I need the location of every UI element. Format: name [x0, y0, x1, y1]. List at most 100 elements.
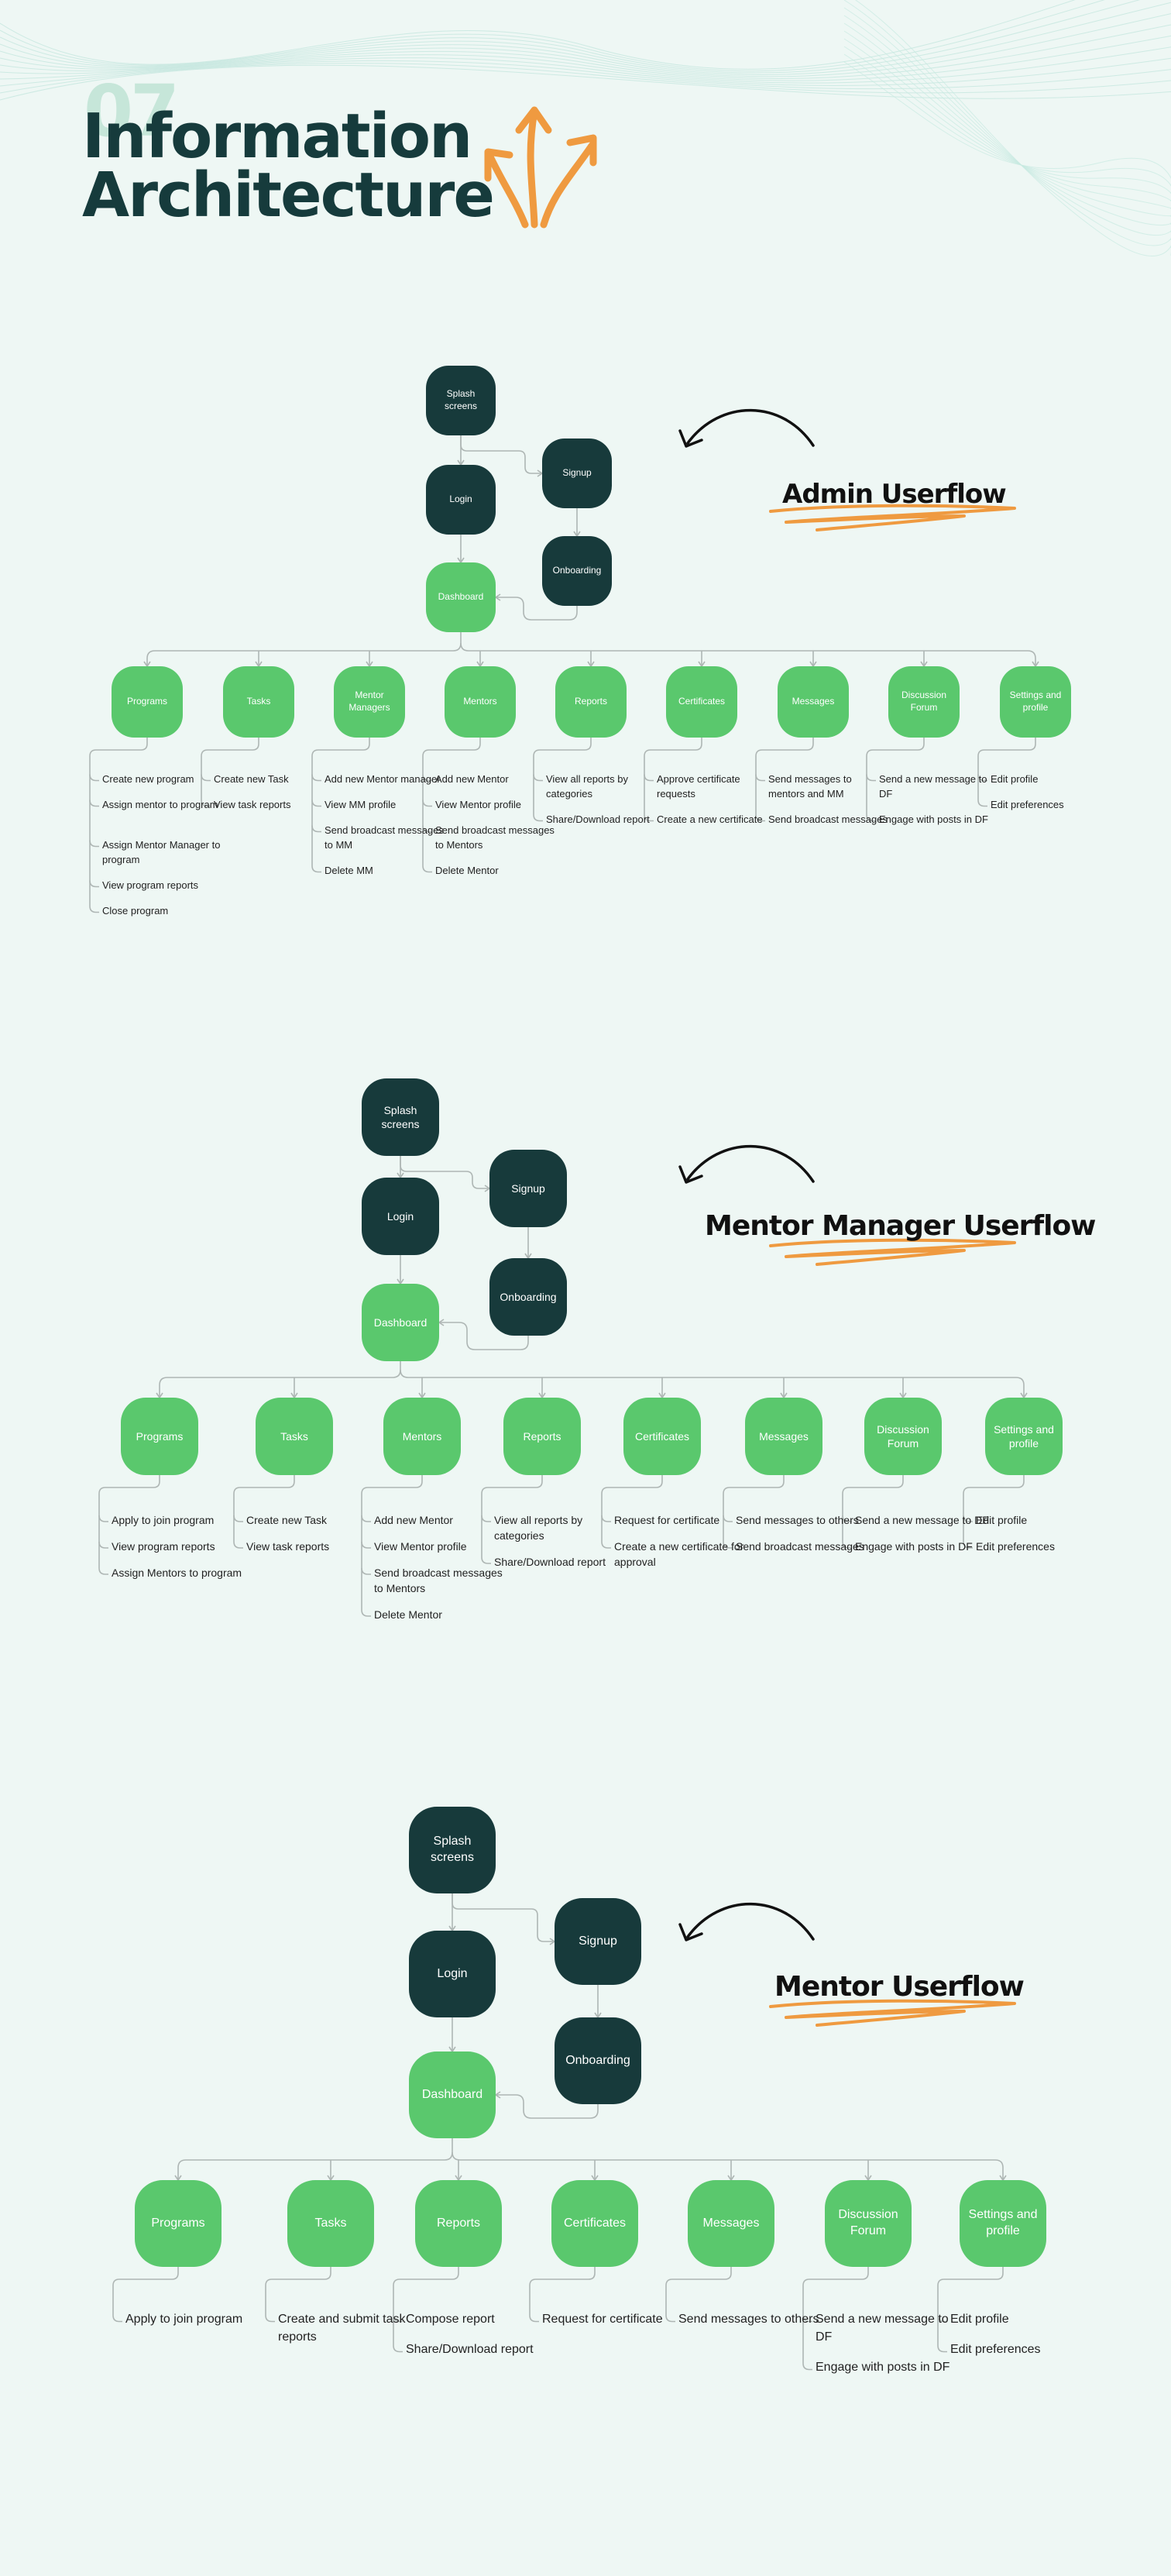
- flow-2-login-node[interactable]: Login: [362, 1178, 439, 1255]
- flow-2-dashboard-node[interactable]: Dashboard: [362, 1284, 439, 1361]
- flow-1-mentor-managers-item-2[interactable]: Send broadcast messages to MM: [325, 824, 444, 851]
- flow-2-programs-item-0[interactable]: Apply to join program: [112, 1514, 215, 1526]
- flow-3-discussion-forum-item-0[interactable]: Send a new message to DF: [816, 2313, 949, 2344]
- flow-2-certificates-item-0[interactable]: Request for certificate: [614, 1514, 720, 1526]
- flow-1-settings-and-profile-item-0[interactable]: Edit profile: [991, 773, 1039, 785]
- bg-wave-line-7: [0, 46, 1171, 84]
- flow-1-dashboard-node[interactable]: Dashboard: [426, 562, 496, 632]
- flow-2-tasks-item-0[interactable]: Create new Task: [246, 1514, 328, 1526]
- flow-2-tasks-item-1[interactable]: View task reports: [246, 1540, 330, 1553]
- flow-2-settings-and-profile-item-0[interactable]: Edit profile: [976, 1514, 1028, 1526]
- flow-1-certificates-item-1[interactable]: Create a new certificate: [657, 813, 763, 825]
- flow-2-mentors-item-3[interactable]: Delete Mentor: [374, 1608, 442, 1621]
- bg-wave-line-2: [0, 0, 1141, 74]
- flow-3-tasks-node[interactable]: Tasks: [287, 2180, 374, 2267]
- flow-1-mentor-managers-item-0[interactable]: Add new Mentor manager: [325, 773, 441, 785]
- flow-2-mentors-item-1[interactable]: View Mentor profile: [374, 1540, 467, 1553]
- flow-2-tasks-node[interactable]: Tasks: [256, 1398, 333, 1475]
- flow-2-signup-node[interactable]: Signup: [489, 1150, 567, 1227]
- flow-2-programs-item-2[interactable]: Assign Mentors to program: [112, 1567, 242, 1579]
- flow-1-certificates-item-0[interactable]: Approve certificate requests: [657, 773, 740, 800]
- flow-1-splash-screens-node[interactable]: Splash screens: [426, 366, 496, 435]
- flow-3-tasks-item-0[interactable]: Create and submit task reports: [278, 2313, 406, 2344]
- flow-1-settings-and-profile-node[interactable]: Settings and profile: [1000, 666, 1071, 738]
- flow-2-messages-item-1[interactable]: Send broadcast messages: [736, 1540, 864, 1553]
- flow-3-reports-node[interactable]: Reports: [415, 2180, 502, 2267]
- flow-3-onboarding-node[interactable]: Onboarding: [555, 2017, 641, 2104]
- flow-1-programs-item-3[interactable]: View program reports: [102, 879, 199, 891]
- flow-2-discussion-forum-node[interactable]: Discussion Forum: [864, 1398, 942, 1475]
- flow-3-programs-node[interactable]: Programs: [135, 2180, 221, 2267]
- flow-1-discussion-forum-item-1[interactable]: Engage with posts in DF: [879, 813, 988, 825]
- flow-2-mentors-item-0[interactable]: Add new Mentor: [374, 1514, 453, 1526]
- flow-2-settings-and-profile-node[interactable]: Settings and profile: [985, 1398, 1063, 1475]
- flow-2-messages-node[interactable]: Messages: [745, 1398, 822, 1475]
- flow-1-programs-item-2[interactable]: Assign Mentor Manager to program: [102, 839, 221, 865]
- flow-2-splash-screens-node[interactable]: Splash screens: [362, 1078, 439, 1156]
- flow-3-programs-item-0[interactable]: Apply to join program: [125, 2313, 243, 2326]
- flow-1-reports-node[interactable]: Reports: [555, 666, 627, 738]
- flow-3-dashboard-node-label: Dashboard: [421, 2087, 483, 2101]
- flow-3-settings-and-profile-item-0[interactable]: Edit profile: [950, 2313, 1009, 2326]
- flow-1-mentor-managers-node[interactable]: Mentor Managers: [334, 666, 405, 738]
- flow-1-programs-item-0[interactable]: Create new program: [102, 773, 194, 785]
- flow-1-programs-item-tick-4: [89, 906, 99, 913]
- flow-1-mentor-managers-item-3[interactable]: Delete MM: [325, 865, 373, 876]
- flow-2-certificates-node[interactable]: Certificates: [623, 1398, 701, 1475]
- flow-1-tasks-item-0[interactable]: Create new Task: [214, 773, 289, 785]
- flow-1-mentors-item-2[interactable]: Send broadcast messages to Mentors: [435, 824, 555, 851]
- flow-2-discussion-forum-item-1[interactable]: Engage with posts in DF: [855, 1540, 973, 1553]
- flow-3-certificates-node[interactable]: Certificates: [551, 2180, 638, 2267]
- flow-1-messages-item-1[interactable]: Send broadcast messages: [768, 813, 888, 825]
- flow-1-signup-node[interactable]: Signup: [542, 439, 612, 508]
- flow-3-settings-and-profile-item-1[interactable]: Edit preferences: [950, 2343, 1041, 2356]
- flow-1-messages-node[interactable]: Messages: [778, 666, 849, 738]
- flow-2-reports-item-1[interactable]: Share/Download report: [494, 1556, 606, 1568]
- flow-2-reports-item-0[interactable]: View all reports by categories: [494, 1514, 583, 1542]
- flow-3-discussion-forum-item-1[interactable]: Engage with posts in DF: [816, 2361, 950, 2374]
- flow-2-programs-node[interactable]: Programs: [121, 1398, 198, 1475]
- flow-3-signup-node[interactable]: Signup: [555, 1898, 641, 1985]
- flow-3-discussion-forum-node[interactable]: Discussion Forum: [825, 2180, 912, 2267]
- flow-3-messages-item-0[interactable]: Send messages to others: [678, 2313, 819, 2326]
- flow-1-programs-node[interactable]: Programs: [112, 666, 183, 738]
- flow-3-reports-item-0[interactable]: Compose report: [406, 2313, 495, 2326]
- flow-1-tasks-item-1[interactable]: View task reports: [214, 799, 291, 810]
- flow-2-onboarding-node[interactable]: Onboarding: [489, 1258, 567, 1336]
- flow-2-mentors-node[interactable]: Mentors: [383, 1398, 461, 1475]
- flow-1-mentor-managers-item-1[interactable]: View MM profile: [325, 799, 397, 810]
- flow-1-reports-item-0[interactable]: View all reports by categories: [546, 773, 628, 800]
- flow-2-settings-and-profile-item-1[interactable]: Edit preferences: [976, 1540, 1055, 1553]
- flow-1-programs-item-4[interactable]: Close program: [102, 905, 169, 917]
- flow-1-certificates-node-label: Certificates: [678, 696, 726, 707]
- flow-1-discussion-forum-item-0[interactable]: Send a new message to DF: [879, 773, 987, 800]
- flow-3-splash-screens-node[interactable]: Splash screens: [409, 1807, 496, 1893]
- flow-1-tasks-node[interactable]: Tasks: [223, 666, 294, 738]
- flow-1-onboarding-node[interactable]: Onboarding: [542, 536, 612, 606]
- flow-1-reports-item-1[interactable]: Share/Download report: [546, 813, 650, 825]
- flow-1-login-node[interactable]: Login: [426, 465, 496, 535]
- flow-1-mentors-item-3[interactable]: Delete Mentor: [435, 865, 499, 876]
- flow-3-settings-and-profile-node[interactable]: Settings and profile: [960, 2180, 1046, 2267]
- flow-2-certificates-item-1[interactable]: Create a new certificate for approval: [614, 1540, 744, 1568]
- flow-2-curved-arrow-head-icon: [678, 1165, 703, 1184]
- flow-3-dashboard-node[interactable]: Dashboard: [409, 2052, 496, 2138]
- flow-2-messages-item-0[interactable]: Send messages to others: [736, 1514, 859, 1526]
- flow-1-mentors-item-1[interactable]: View Mentor profile: [435, 799, 522, 810]
- flow-1-mentors-item-0[interactable]: Add new Mentor: [435, 773, 509, 785]
- flow-2-mentors-item-2[interactable]: Send broadcast messages to Mentors: [374, 1567, 503, 1594]
- flow-3-messages-node[interactable]: Messages: [688, 2180, 774, 2267]
- flow-1-mentors-node[interactable]: Mentors: [445, 666, 516, 738]
- flow-3-reports-item-1[interactable]: Share/Download report: [406, 2343, 534, 2356]
- flow-1-programs-item-1[interactable]: Assign mentor to program: [102, 799, 218, 810]
- flow-1-settings-and-profile-item-1[interactable]: Edit preferences: [991, 799, 1064, 810]
- flow-1-certificates-node[interactable]: Certificates: [666, 666, 737, 738]
- flow-2-reports-node[interactable]: Reports: [503, 1398, 581, 1475]
- flow-3-certificates-item-0[interactable]: Request for certificate: [542, 2313, 663, 2326]
- flow-2-onboarding-node-label: Onboarding: [500, 1290, 557, 1303]
- flow-2-programs-item-1[interactable]: View program reports: [112, 1540, 215, 1553]
- flow-1-messages-item-0[interactable]: Send messages to mentors and MM: [768, 773, 852, 800]
- flow-1-discussion-forum-node[interactable]: Discussion Forum: [888, 666, 960, 738]
- flow-2-discussion-forum-item-0[interactable]: Send a new message to DF: [855, 1514, 989, 1526]
- flow-3-login-node[interactable]: Login: [409, 1931, 496, 2017]
